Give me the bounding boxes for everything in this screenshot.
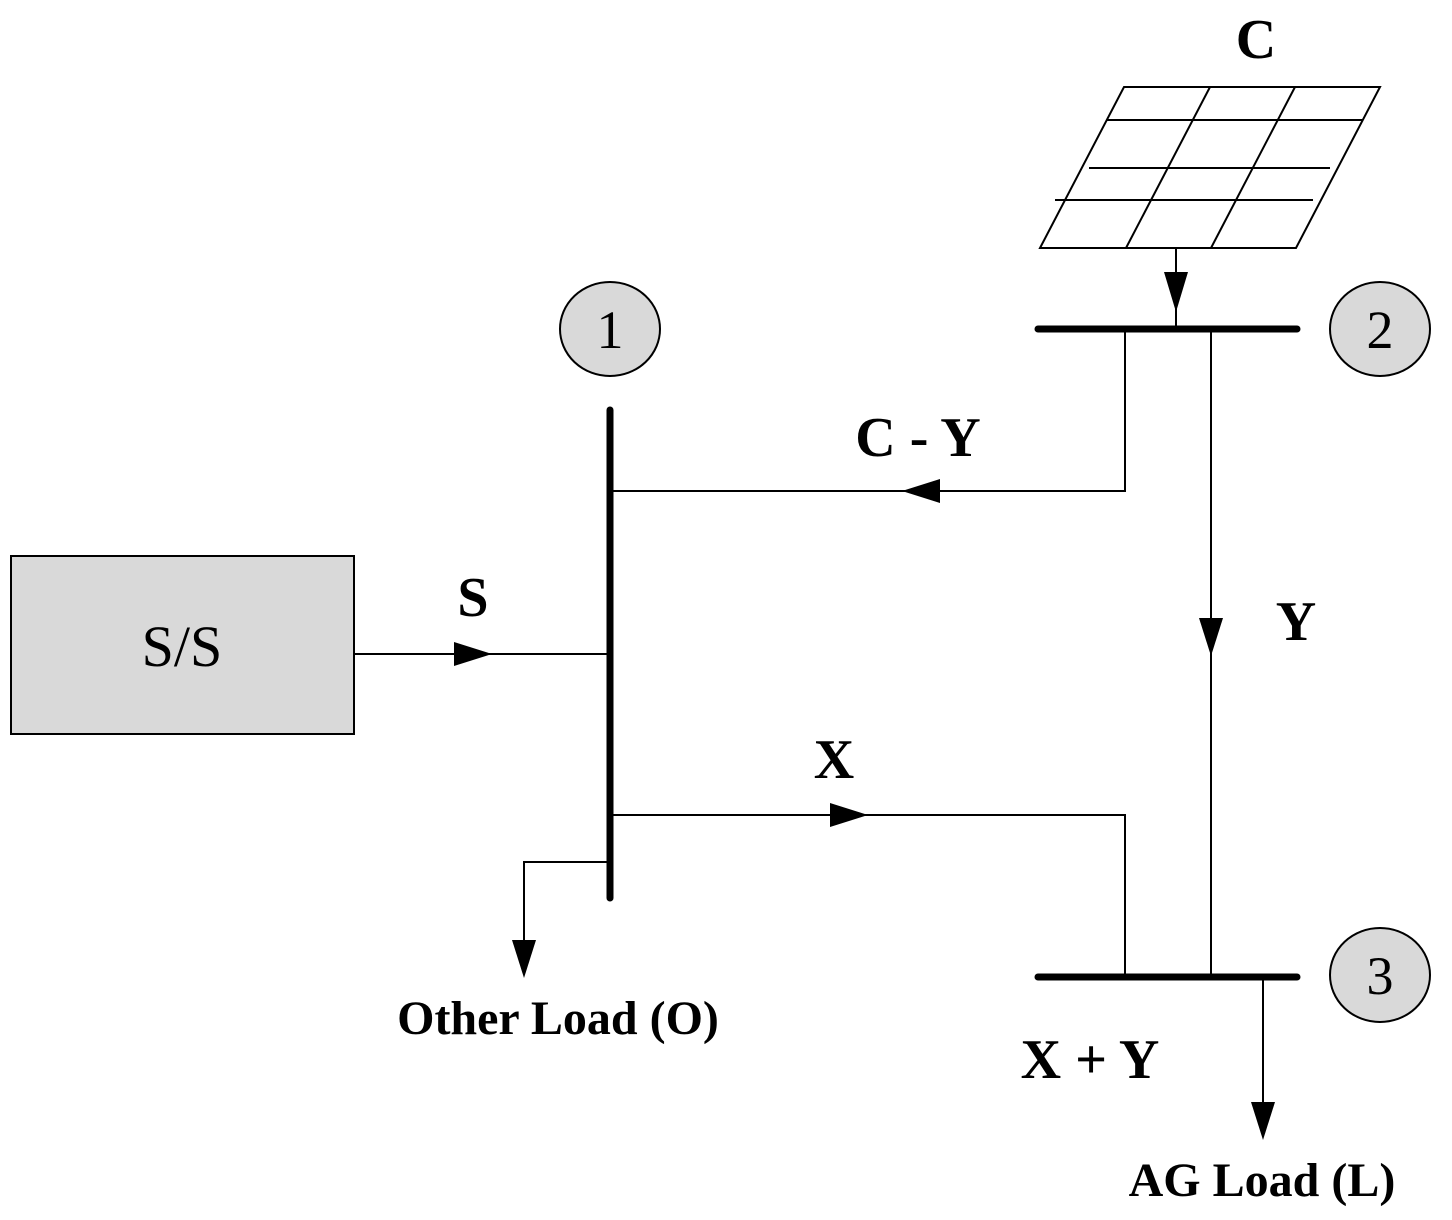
node-2-label: 2 <box>1367 300 1394 360</box>
load-other-label: Other Load (O) <box>397 992 719 1045</box>
flow-c-minus-y-label: C - Y <box>855 407 980 469</box>
load-ag-label: AG Load (L) <box>1129 1154 1396 1207</box>
flow-s-arrow <box>454 642 492 666</box>
flow-x-label: X <box>814 729 854 791</box>
load-other-arrow <box>512 940 536 978</box>
flow-s-label: S <box>457 567 488 629</box>
flow-x-line <box>610 814 1126 977</box>
bus-3: 3 X + Y <box>1021 927 1431 1091</box>
flow-s: S <box>354 567 610 666</box>
load-other: Other Load (O) <box>397 861 719 1045</box>
flow-c-minus-y-line <box>610 329 1126 492</box>
flow-c-minus-y-arrow <box>902 479 940 503</box>
solar-panel-icon <box>1038 86 1382 249</box>
node-1-marker <box>559 281 661 377</box>
bus-1: 1 <box>559 281 661 902</box>
bus-2: 2 <box>1034 281 1431 377</box>
flow-y-arrow <box>1199 618 1223 656</box>
flow-x-arrow <box>830 803 868 827</box>
node-3-marker <box>1329 927 1431 1023</box>
flow-y: Y <box>1199 329 1316 977</box>
node-1-label: 1 <box>597 300 624 360</box>
node-3-label: 3 <box>1367 946 1394 1006</box>
flow-c-minus-y: C - Y <box>610 329 1126 503</box>
flow-y-label: Y <box>1276 591 1316 653</box>
load-ag: AG Load (L) <box>1129 977 1396 1207</box>
substation-label: S/S <box>142 614 223 679</box>
solar-feed-arrow <box>1164 272 1188 312</box>
solar-source: C <box>1038 9 1382 329</box>
load-other-line <box>523 861 610 942</box>
load-ag-arrow <box>1251 1102 1275 1140</box>
solar-label: C <box>1236 9 1276 71</box>
substation: S/S <box>10 555 355 735</box>
substation-box <box>10 555 355 735</box>
flow-x: X <box>610 729 1126 977</box>
node-2-marker <box>1329 281 1431 377</box>
flow-x-plus-y-label: X + Y <box>1021 1029 1160 1091</box>
